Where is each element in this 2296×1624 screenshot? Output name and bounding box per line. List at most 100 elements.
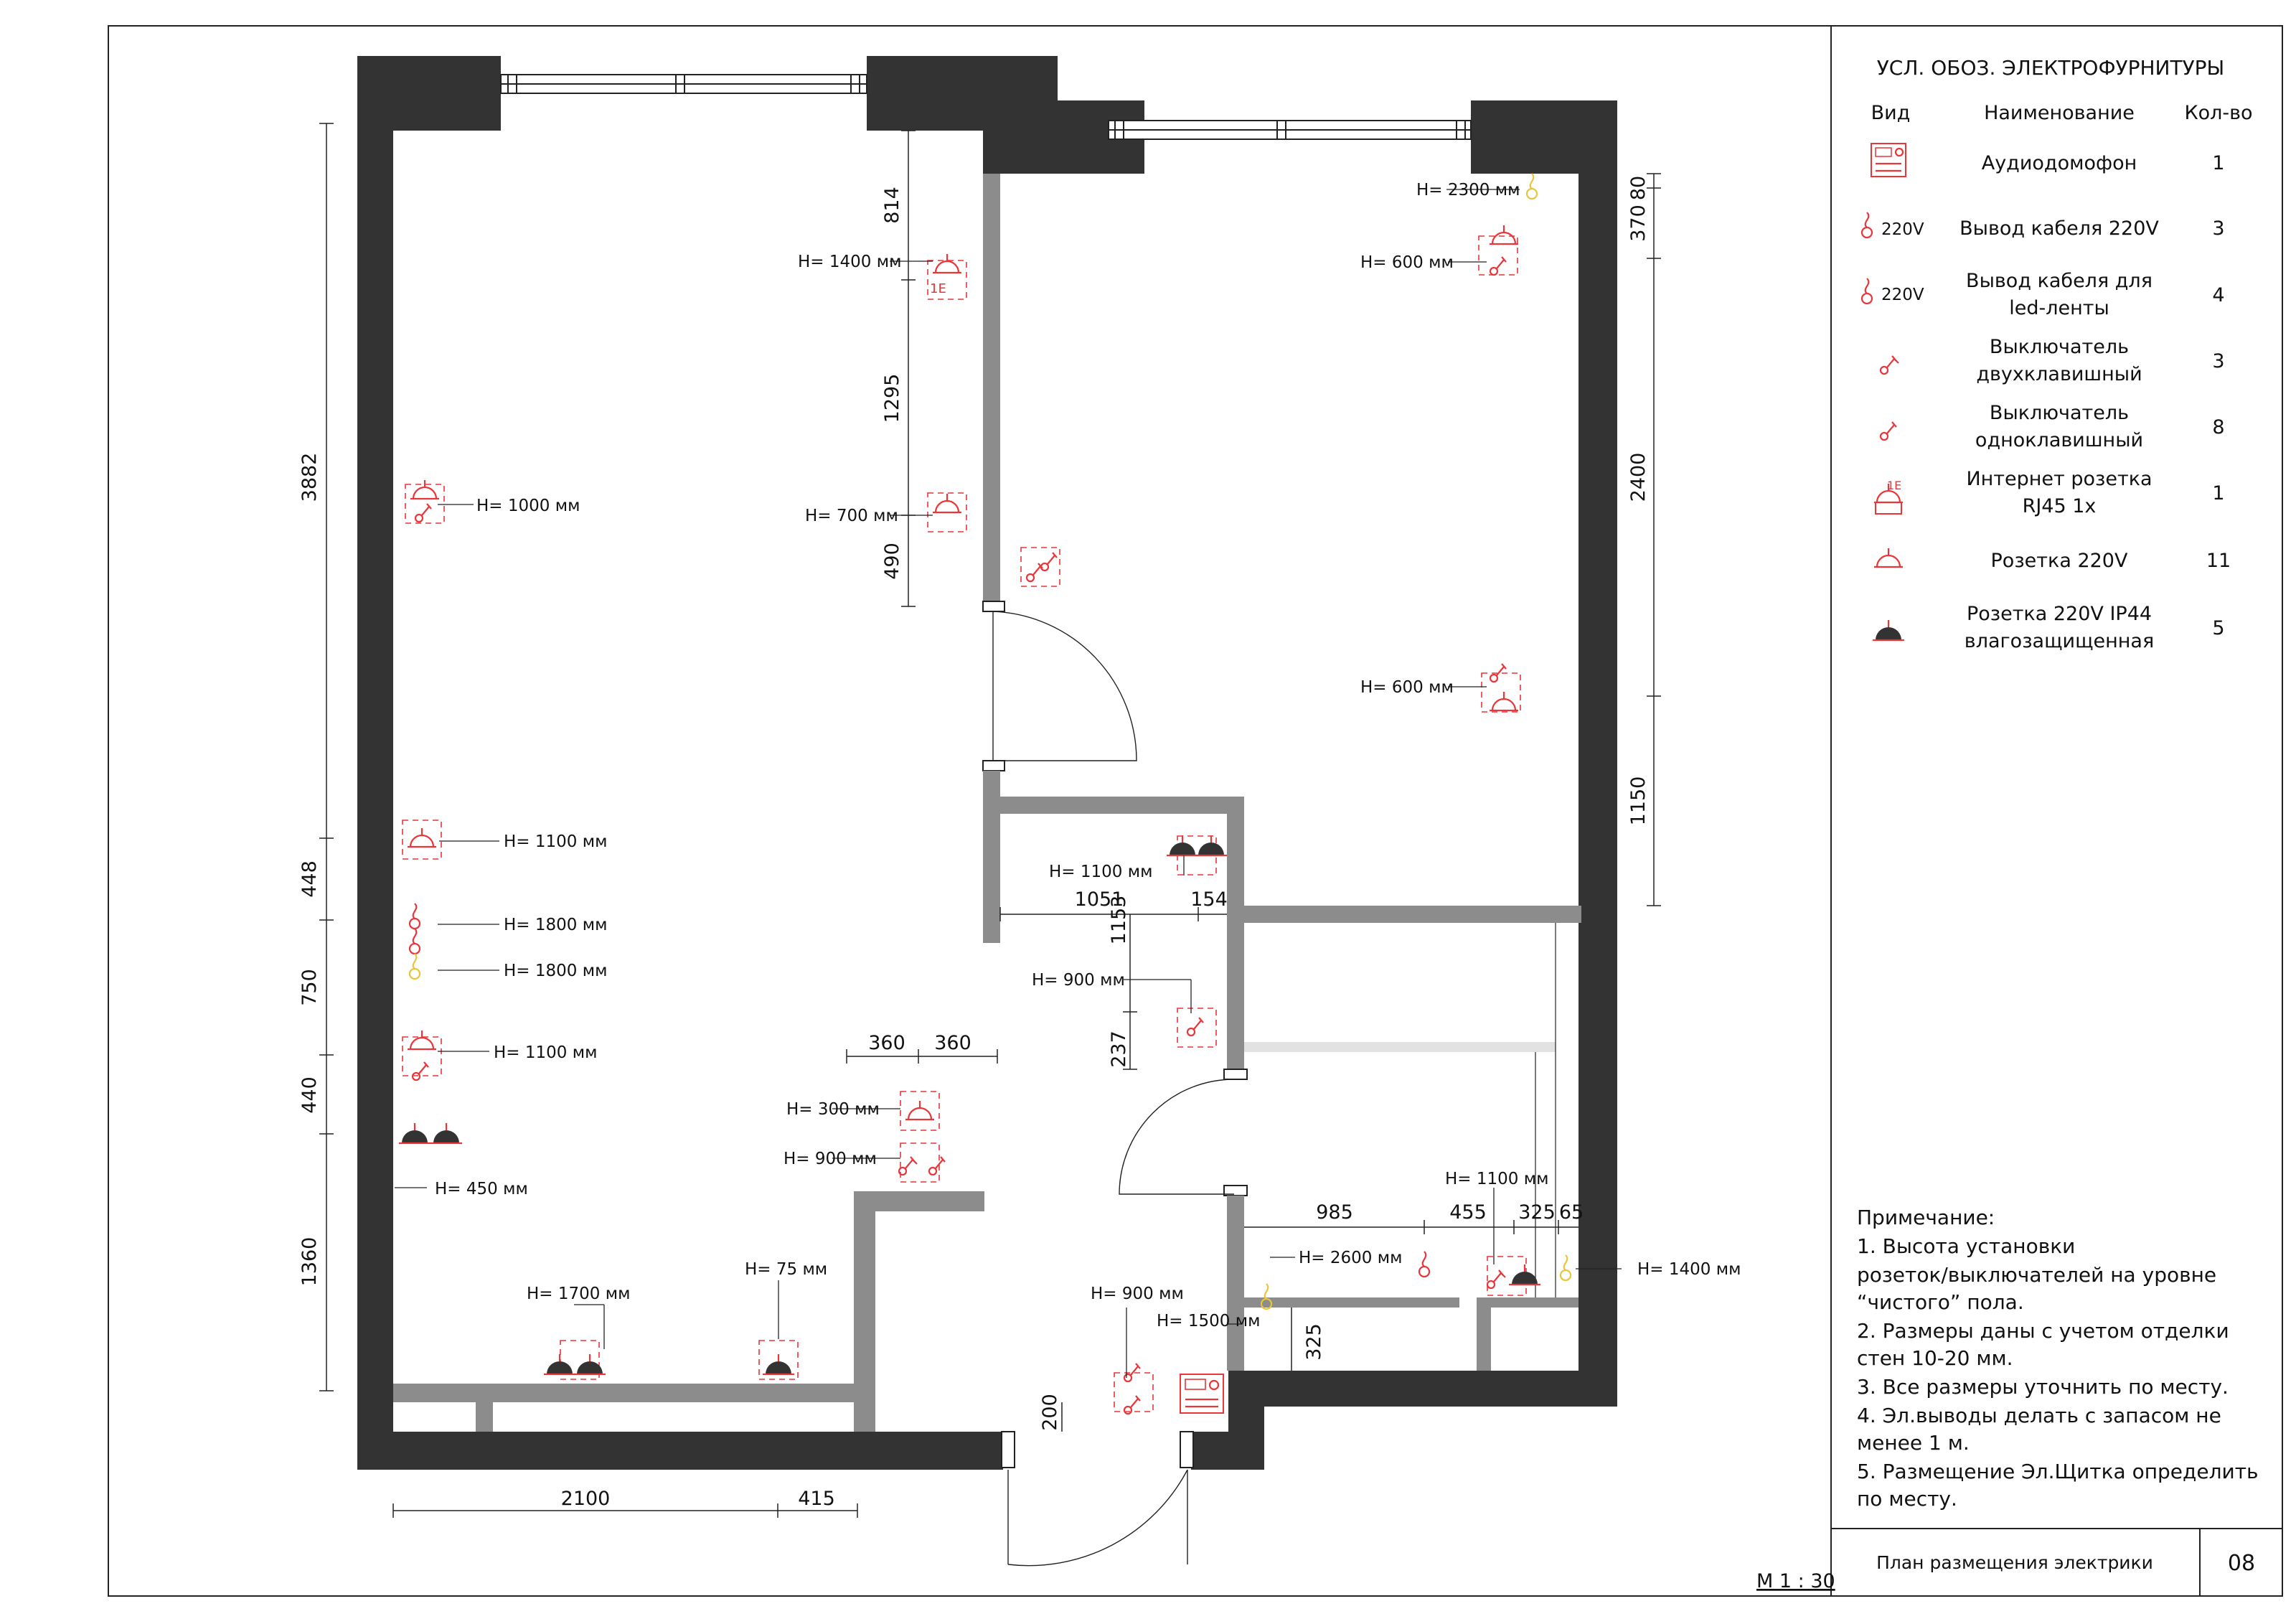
legend-row-1-qty: 1 (2212, 152, 2224, 174)
height-1800-b: H= 1800 мм (504, 962, 607, 980)
legend-row-3-name-a: Вывод кабеля для (1966, 270, 2152, 292)
dim-right-4: 1150 (1627, 776, 1650, 826)
sheet-number: 08 (2228, 1551, 2255, 1576)
note-line: розеток/выключателей на уровне (1857, 1263, 2216, 1287)
notes-title: Примечание: (1857, 1206, 1995, 1229)
dim-bath-3: 325 (1518, 1201, 1556, 1224)
dim-left-3: 440 (298, 1076, 321, 1114)
cable-outlet-icon (1860, 277, 1873, 305)
window-left (500, 74, 867, 94)
intercom-symbol (1180, 1374, 1224, 1414)
legend-row-1-name: Аудиодомофон (1982, 152, 2137, 174)
height-1400-a: H= 1400 мм (798, 253, 901, 271)
drawing-title: План размещения электрики (1876, 1552, 2153, 1573)
dim-entry: 200 (1039, 1394, 1061, 1431)
height-600-b: H= 600 мм (1360, 678, 1454, 697)
legend-tag-2: 220V (1881, 286, 1924, 304)
note-line: 3. Все размеры уточнить по месту. (1857, 1375, 2229, 1399)
height-450: H= 450 мм (435, 1180, 528, 1198)
socket-icon (1873, 547, 1904, 568)
legend-header-qty: Кол-во (2184, 102, 2252, 124)
dim-left-total: 3882 (298, 453, 321, 502)
dim-bath-1: 985 (1316, 1201, 1353, 1224)
legend-row-7-name: Розетка 220V (1991, 550, 2128, 572)
legend-row-8-name-a: Розетка 220V IP44 (1967, 603, 2152, 625)
legend-row-6-name-a: Интернет розетка (1966, 468, 2152, 490)
height-700: H= 700 мм (805, 507, 898, 525)
dim-left-4: 1360 (298, 1237, 321, 1287)
legend-header-name: Наименование (1984, 102, 2135, 124)
legend-row-5-name-a: Выключатель (1990, 402, 2129, 424)
dim-hall-6: 360 (934, 1032, 971, 1054)
rj45-marker: 1E (930, 281, 946, 296)
legend-row-4-qty: 3 (2212, 350, 2224, 372)
legend-tag-1: 220V (1881, 220, 1924, 239)
legend-row-8-qty: 5 (2212, 617, 2224, 639)
legend-row-4-name-b: двухклавишный (1976, 363, 2142, 385)
legend-row-8-name-b: влагозащищенная (1965, 630, 2154, 652)
single-switch-icon (1879, 421, 1898, 441)
dim-mid-3: 490 (881, 543, 903, 580)
scale-label: М 1 : 30 (1756, 1570, 1835, 1592)
double-switch-icon (1879, 355, 1900, 375)
note-line: 1. Высота установки (1857, 1234, 2075, 1258)
cable-outlet-icon (1860, 211, 1873, 239)
dim-bottom-1: 2100 (561, 1488, 611, 1510)
notes-block: Примечание: 1. Высота установки розеток/… (1857, 1206, 2259, 1511)
height-300: H= 300 мм (786, 1100, 880, 1119)
height-2300: H= 2300 мм (1416, 181, 1520, 200)
height-600-a: H= 600 мм (1360, 253, 1454, 272)
legend-row-5-name-b: одноклавишный (1975, 429, 2143, 451)
intercom-icon (1871, 143, 1906, 177)
dimension-lines (319, 123, 1661, 1518)
legend-row-4-name-a: Выключатель (1990, 336, 2129, 358)
exterior-walls (357, 56, 1617, 1470)
height-75: H= 75 мм (745, 1260, 827, 1279)
legend-title: УСЛ. ОБОЗ. ЭЛЕКТРОФУРНИТУРЫ (1877, 56, 2225, 80)
legend-row-3-qty: 4 (2212, 284, 2224, 306)
dim-right-1: 80 (1627, 176, 1650, 200)
dim-right-2: 370 (1627, 205, 1650, 242)
interior-partitions (393, 174, 1581, 1468)
legend-row-5-qty: 8 (2212, 416, 2224, 438)
legend-row-7-qty: 11 (2206, 550, 2231, 572)
height-1500: H= 1500 мм (1157, 1312, 1260, 1330)
height-callouts (395, 189, 1622, 1378)
note-line: по месту. (1857, 1487, 1957, 1511)
dim-bath-2: 455 (1449, 1201, 1487, 1224)
height-1700: H= 1700 мм (527, 1285, 630, 1303)
door-swings (992, 611, 1235, 1567)
note-line: 5. Размещение Эл.Щитка определить (1857, 1460, 2259, 1483)
drawing-frame (108, 25, 2283, 1597)
svg-text:1E: 1E (1887, 479, 1901, 492)
height-2600: H= 2600 мм (1299, 1249, 1402, 1267)
note-line: 2. Размеры даны с учетом отделки (1857, 1319, 2229, 1343)
waterproof-socket-icon (1871, 619, 1906, 642)
dim-right-3: 2400 (1627, 453, 1650, 502)
dimension-labels: 3882 448 750 440 1360 814 1295 490 80 37… (298, 176, 1650, 1510)
height-1100-c: H= 1100 мм (1049, 863, 1152, 881)
dim-left-1: 448 (298, 860, 321, 898)
legend-row-3-name-b: led-ленты (2009, 297, 2109, 319)
height-900-a: H= 900 мм (1032, 971, 1125, 990)
dim-bath-4: 65 (1559, 1201, 1584, 1224)
height-1400-b: H= 1400 мм (1637, 1260, 1741, 1279)
height-900-c: H= 900 мм (1091, 1285, 1184, 1303)
dim-hall-2: 154 (1190, 888, 1228, 911)
height-1100-d: H= 1100 мм (1445, 1170, 1548, 1188)
dim-left-2: 750 (298, 969, 321, 1006)
height-labels: H= 1400 мм H= 700 мм H= 1000 мм H= 2300 … (435, 181, 1741, 1330)
height-1100-b: H= 1100 мм (494, 1043, 597, 1062)
legend-row-6-qty: 1 (2212, 482, 2224, 504)
legend-table: УСЛ. ОБОЗ. ЭЛЕКТРОФУРНИТУРЫ Вид Наименов… (1860, 56, 2253, 652)
dim-hall-3: 1153 (1108, 896, 1130, 945)
note-line: менее 1 м. (1857, 1431, 1970, 1455)
note-line: “чистого” пола. (1857, 1290, 2024, 1314)
dim-hall-1: 1051 (1075, 888, 1124, 911)
legend-row-2-name: Вывод кабеля 220V (1959, 217, 2159, 240)
dim-mid-2: 1295 (881, 374, 903, 423)
window-right (1108, 120, 1472, 140)
height-1000: H= 1000 мм (476, 497, 580, 515)
dim-mid-1: 814 (881, 187, 903, 224)
